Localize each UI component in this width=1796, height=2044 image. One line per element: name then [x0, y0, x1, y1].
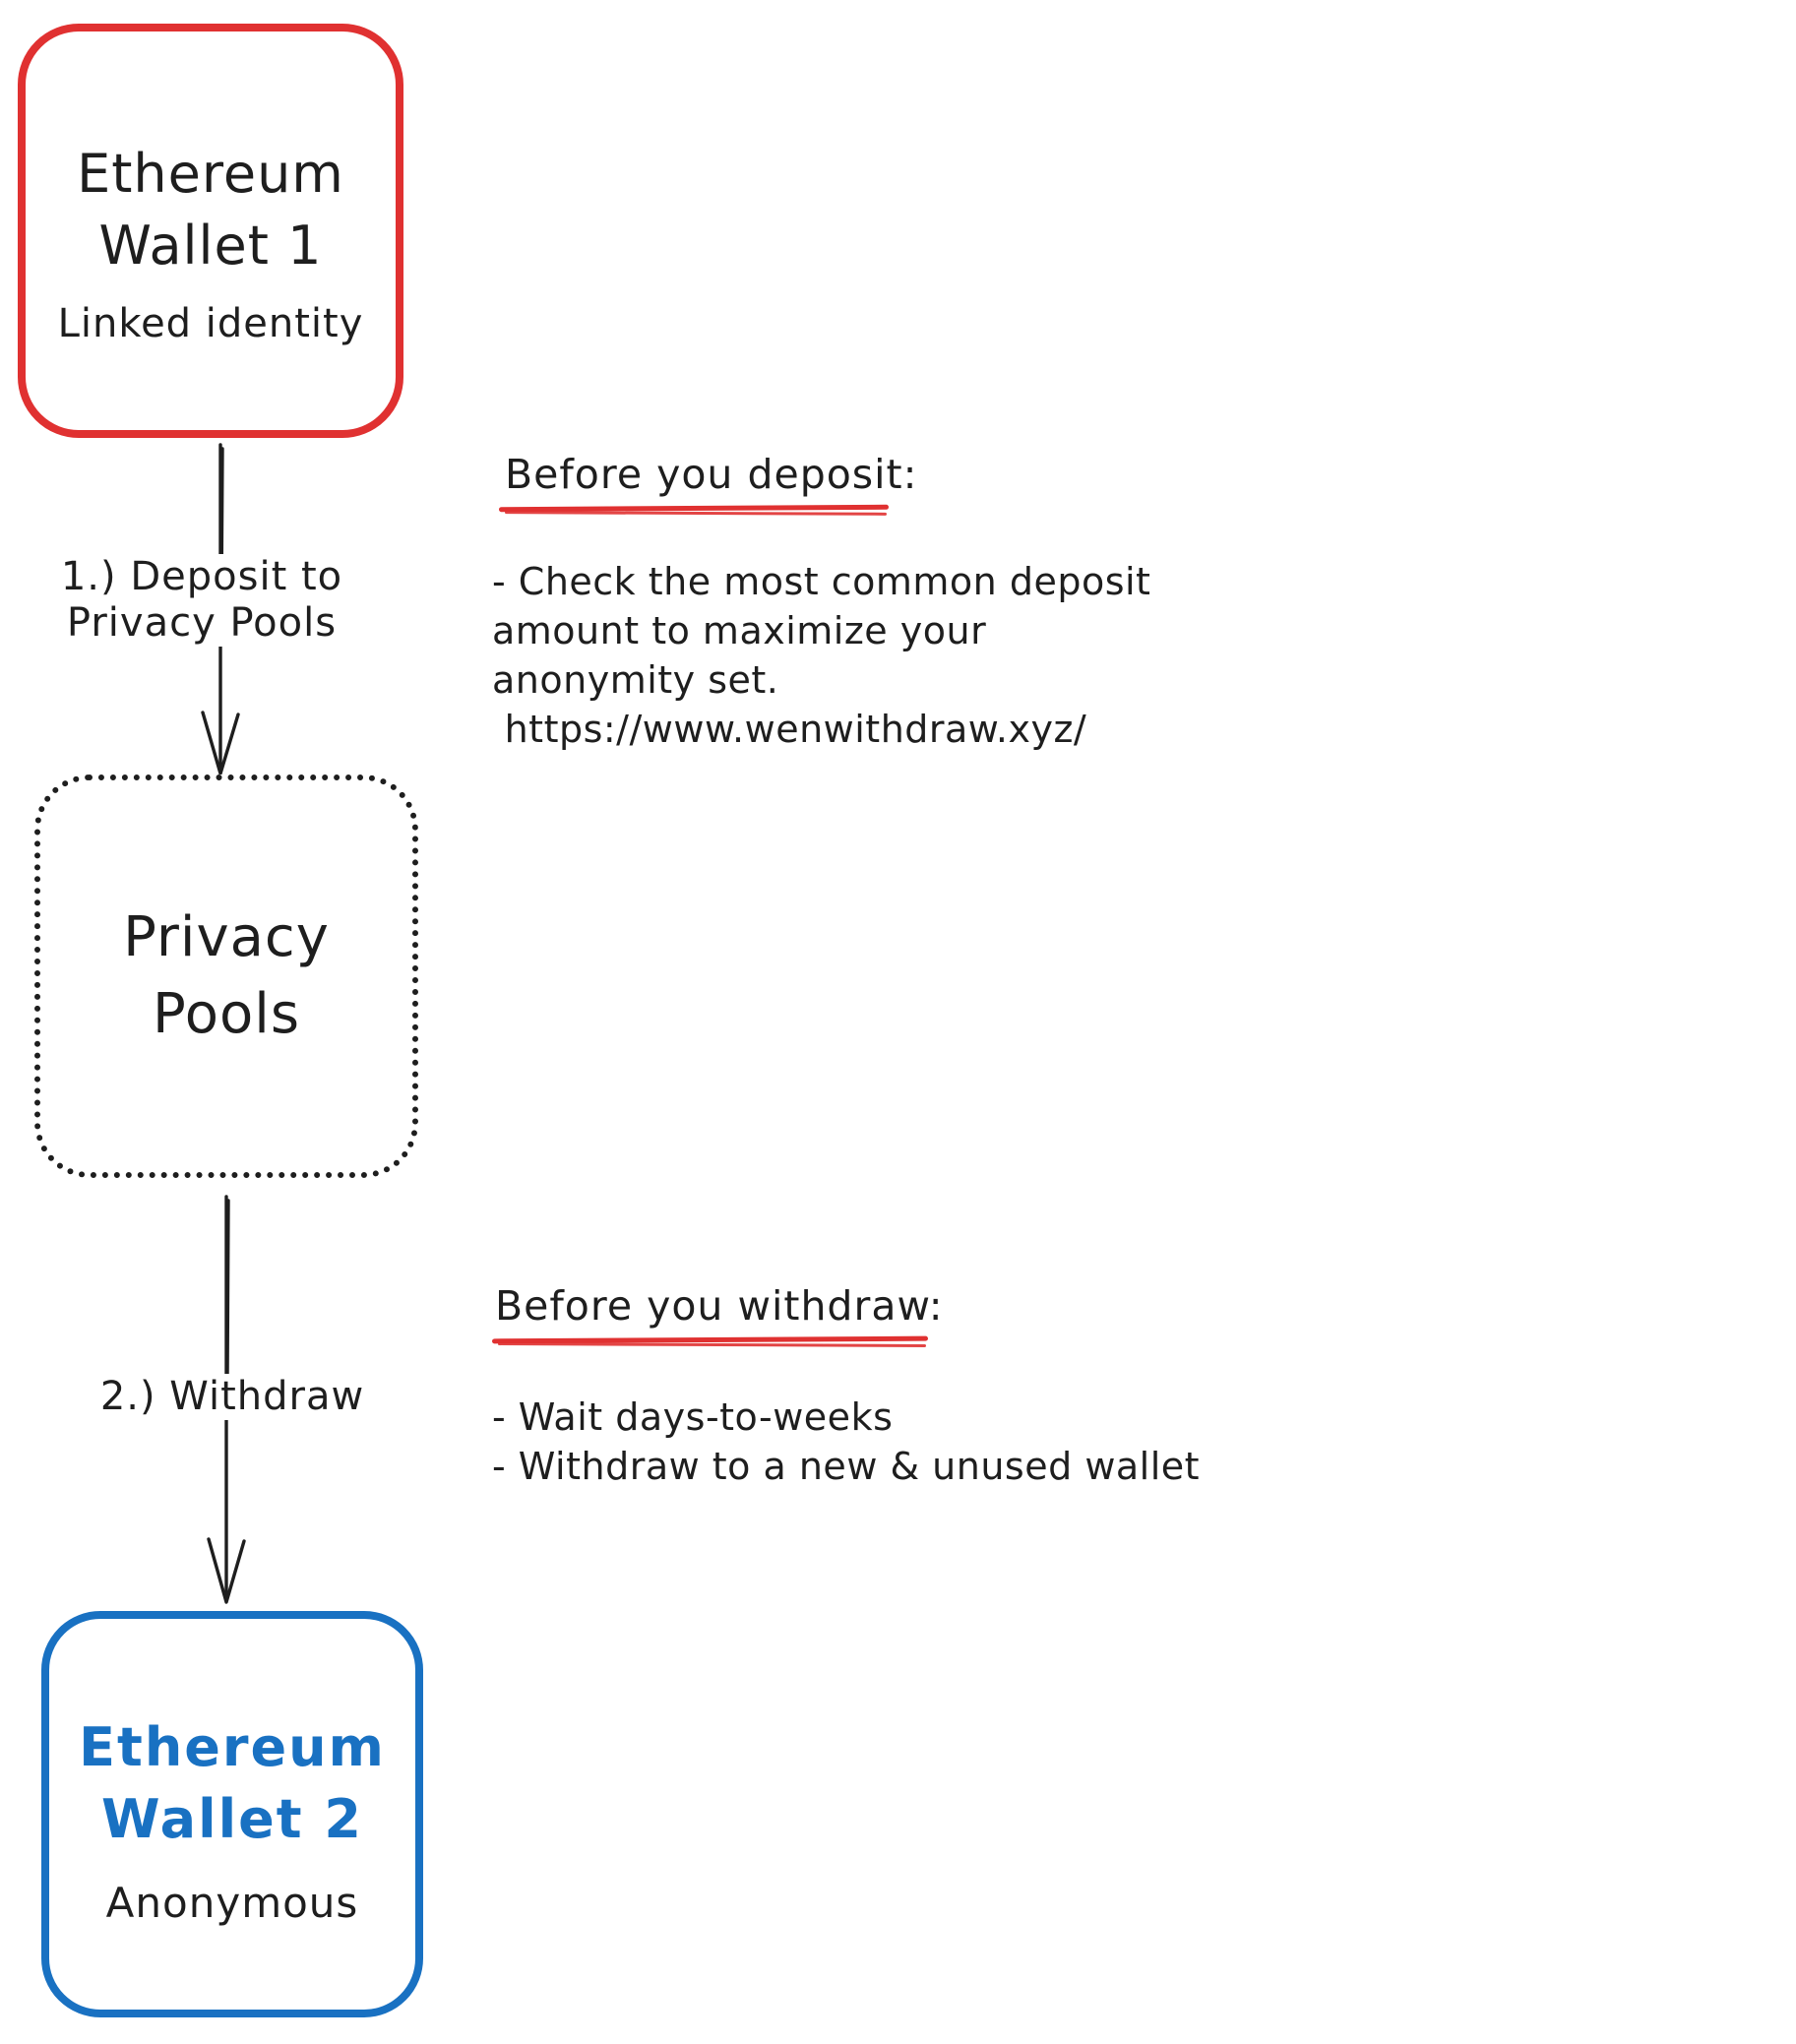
wallet1-node: Ethereum Wallet 1 Linked identity: [18, 24, 403, 438]
deposit-note-line: anonymity set.: [492, 658, 779, 702]
wallet2-title-line1: Ethereum: [79, 1715, 386, 1778]
wallet1-title-line2: Wallet 1: [98, 214, 323, 277]
privacy-pools-title-line1: Privacy: [123, 905, 330, 969]
deposit-note-heading: Before you deposit:: [505, 451, 918, 498]
privacy-pools-node: Privacy Pools: [34, 774, 418, 1178]
deposit-note-line: amount to maximize your: [492, 609, 987, 652]
wallet2-node: Ethereum Wallet 2 Anonymous: [41, 1611, 423, 2017]
wallet1-title-line1: Ethereum: [77, 142, 344, 205]
deposit-note-line: - Check the most common deposit: [492, 560, 1151, 603]
withdraw-arrow-label: 2.) Withdraw: [98, 1374, 366, 1420]
deposit-note-underline: [499, 505, 889, 515]
deposit-arrow-label-line1: 1.) Deposit to: [60, 554, 343, 599]
wallet1-subtitle: Linked identity: [57, 300, 364, 346]
withdraw-note-heading: Before you withdraw:: [495, 1282, 944, 1330]
withdraw-note-body: - Wait days-to-weeks - Withdraw to a new…: [492, 1393, 1260, 1491]
withdraw-note-line: - Wait days-to-weeks: [492, 1395, 894, 1439]
privacy-pools-title-line2: Pools: [152, 982, 301, 1046]
withdraw-note-underline: [492, 1336, 928, 1346]
deposit-arrow-label-line2: Privacy Pools: [66, 600, 338, 646]
wallet2-title-line2: Wallet 2: [101, 1787, 363, 1850]
wallet2-subtitle: Anonymous: [105, 1878, 359, 1927]
withdraw-note-line: - Withdraw to a new & unused wallet: [492, 1445, 1201, 1488]
deposit-note-link: https://www.wenwithdraw.xyz/: [492, 708, 1087, 751]
deposit-note-body: - Check the most common deposit amount t…: [492, 557, 1240, 754]
deposit-note: Before you deposit: - Check the most com…: [492, 451, 1240, 754]
deposit-arrow-label: 1.) Deposit to Privacy Pools: [30, 554, 374, 647]
withdraw-note: Before you withdraw: - Wait days-to-week…: [492, 1282, 1260, 1491]
